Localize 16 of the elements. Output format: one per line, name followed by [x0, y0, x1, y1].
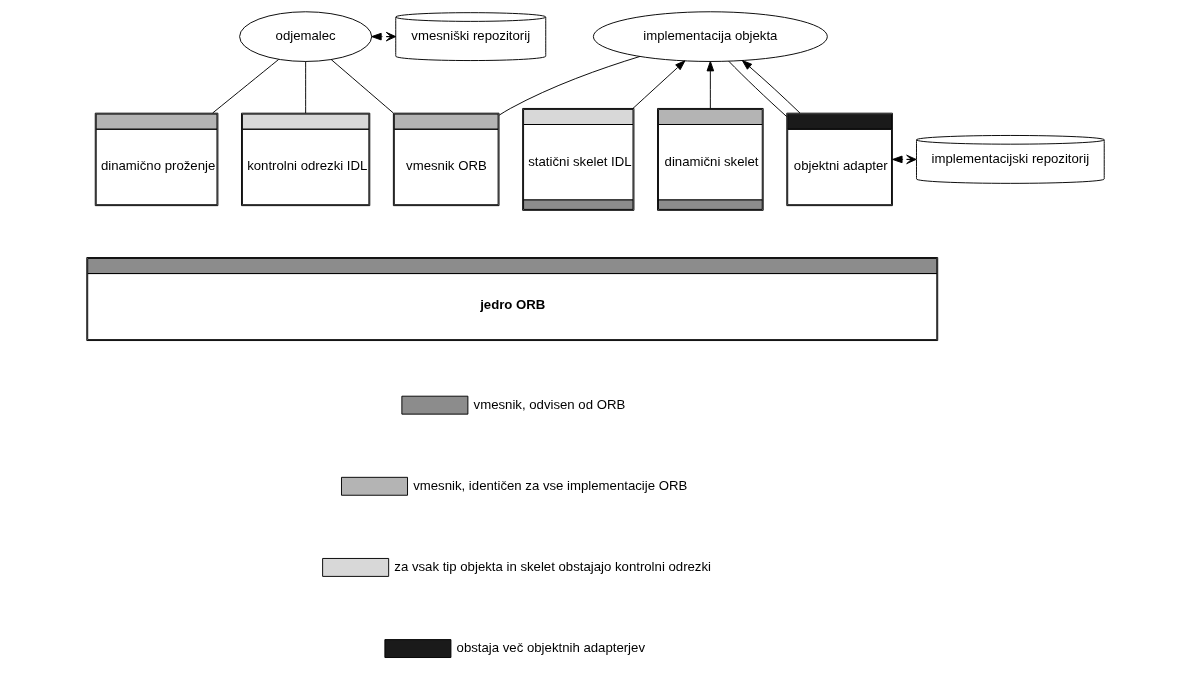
legend-label: obstaja več objektnih adapterjev: [456, 640, 645, 656]
legend-label: vmesnik, identičen za vse implementacije ORB: [412, 477, 687, 493]
node-ellipse: implementacija objekta: [592, 11, 828, 62]
arrow: [741, 60, 800, 114]
connector: [498, 55, 640, 116]
connector: [727, 60, 787, 118]
arrow: [891, 154, 917, 165]
arrow: [370, 31, 396, 42]
connector: [211, 59, 279, 114]
arrow: [706, 61, 714, 109]
node-ellipse: odjemalec: [238, 11, 372, 62]
legend-label: vmesnik, odvisen od ORB: [473, 396, 625, 412]
connector: [304, 61, 306, 114]
legend-label: za vsak tip objekta in skelet obstajajo kontrolni odrezki: [393, 558, 711, 574]
arrow: [631, 60, 685, 109]
connector: [330, 59, 394, 114]
